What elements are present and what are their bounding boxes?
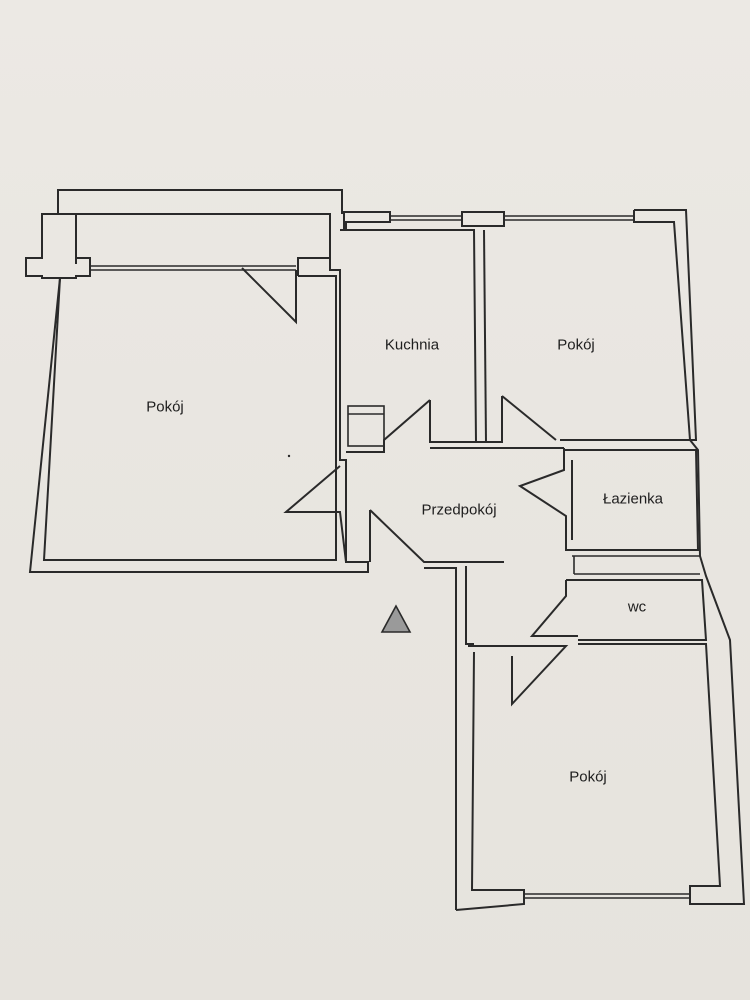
left-pillar [25,213,91,279]
room-label-bathroom: Łazienka [602,490,664,508]
triangle-marker-icon [380,604,412,633]
kitchen-walls [346,229,487,447]
bottom-right-room-walls [455,439,746,911]
wc-walls [529,579,708,641]
top-right-door [486,395,557,443]
room-label-hall: Przedpokój [421,501,497,519]
bathroom-walls [517,448,700,575]
left-room-walls [28,257,369,573]
room-label-top-right: Pokój [557,336,595,354]
room-label-wc: wc [627,598,647,616]
room-label-kitchen: Kuchnia [384,336,440,354]
hall-walls [283,399,564,910]
room-label-living-left: Pokój [146,398,184,416]
dot-mark [287,454,291,458]
top-wall [340,209,698,441]
room-label-bottom-right: Pokój [569,768,607,786]
